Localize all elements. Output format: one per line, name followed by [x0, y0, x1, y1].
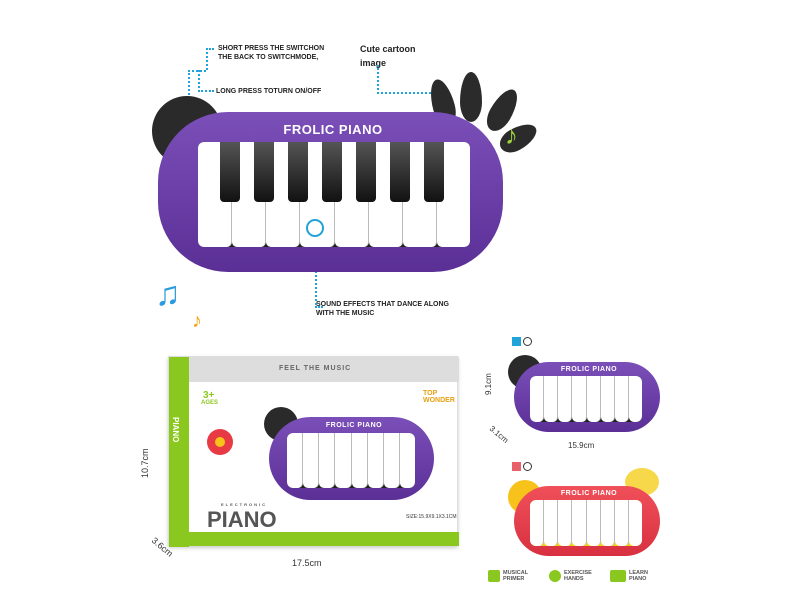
feature-item: LEARN PIANO — [610, 570, 659, 582]
leader-line — [377, 65, 435, 94]
box-piano-image: FROLIC PIANO — [269, 417, 434, 500]
box-tagline: FEEL THE MUSIC — [279, 365, 352, 372]
color-swatch-blue[interactable] — [512, 337, 521, 346]
box-subtitle: ELECTRONIC — [221, 502, 267, 507]
box-size-label: SIZE:15.9X9.1X3.1CM — [406, 514, 457, 520]
hand-icon — [549, 570, 561, 582]
main-piano-body: FROLIC PIANO — [158, 112, 503, 272]
age-badge: 3+ — [203, 390, 215, 401]
flower-graphic — [207, 429, 233, 455]
leader-line — [188, 70, 206, 110]
box-title: PIANO — [207, 507, 277, 532]
sound-annotation: SOUND EFFECTS THAT DANCE ALONG WITH THE … — [316, 301, 449, 317]
radio-icon[interactable] — [523, 337, 532, 346]
brand-label: FROLIC PIANO — [283, 122, 383, 137]
music-note-icon: ♫ — [155, 275, 181, 313]
feature-item: EXERCISE HANDS — [549, 570, 594, 582]
switch-mode-annotation: SHORT PRESS THE SWITCHON THE BACK TO SWI… — [218, 45, 325, 61]
leader-line — [198, 70, 214, 92]
color-swatch-red[interactable] — [512, 462, 521, 471]
age-label: AGES — [201, 400, 219, 406]
leaf-crest — [425, 70, 542, 158]
box-width-dimension: 17.5cm — [292, 558, 322, 568]
product-box: FEEL THE MUSIC 3+ AGES PIANO TOP WONDER … — [168, 356, 459, 547]
radio-icon[interactable] — [523, 462, 532, 471]
music-note-icon: ♪ — [192, 310, 202, 332]
red-variant-piano: FROLIC PIANO — [514, 486, 660, 556]
brand-logo: TOP WONDER — [423, 390, 455, 404]
variant-width-dimension: 15.9cm — [568, 441, 595, 450]
variant-height-dimension: 9.1cm — [484, 373, 493, 395]
box-side-title: PIANO — [171, 417, 180, 443]
power-annotation: LONG PRESS TOTURN ON/OFF — [216, 88, 322, 95]
purple-variant-piano: FROLIC PIANO — [514, 362, 660, 432]
feature-item: MUSICAL PRIMER — [488, 570, 533, 582]
piano-icon — [610, 570, 626, 582]
variant-depth-dimension: 3.1cm — [487, 424, 511, 445]
box-height-dimension: 10.7cm — [140, 448, 150, 478]
music-note-icon: ♪ — [505, 120, 518, 150]
keyboard[interactable] — [198, 142, 470, 247]
sound-indicator-icon — [306, 219, 324, 237]
cartoon-annotation: Cute cartoon image — [360, 44, 416, 68]
music-note-icon — [488, 570, 500, 582]
leader-line — [206, 48, 214, 70]
feature-list: MUSICAL PRIMER EXERCISE HANDS LEARN PIAN… — [488, 570, 659, 582]
